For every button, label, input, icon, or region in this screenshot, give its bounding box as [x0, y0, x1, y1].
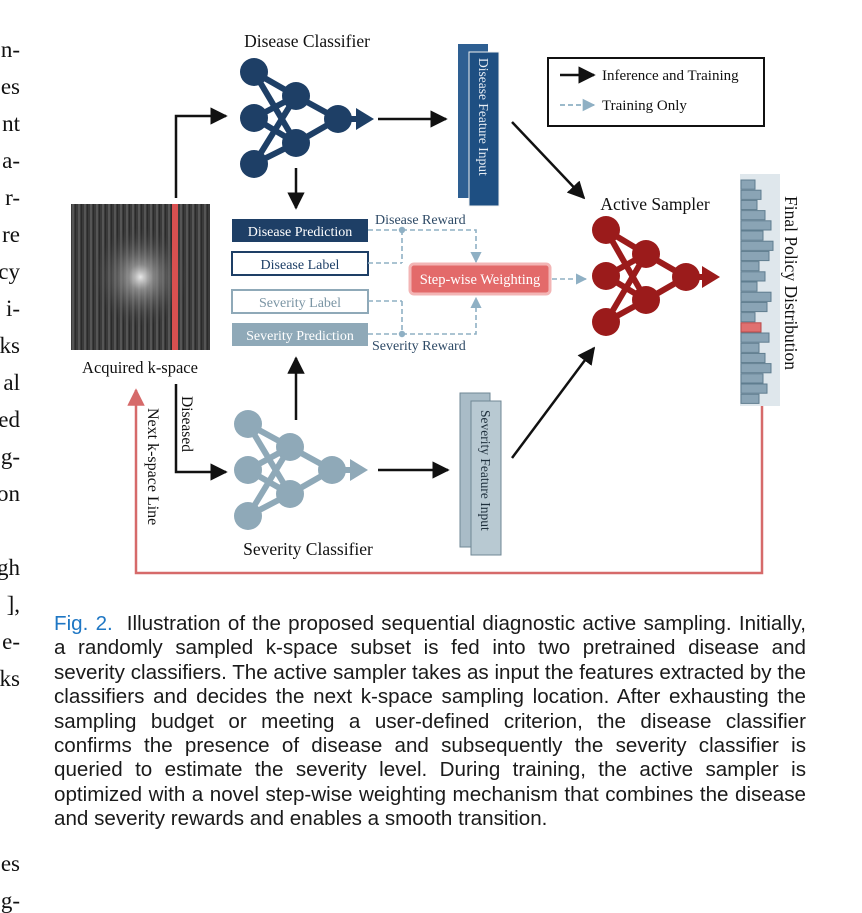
- acquired-kspace-image: [71, 204, 210, 350]
- left-fragment: g-: [0, 444, 20, 469]
- severity-label-text: Severity Label: [259, 296, 341, 311]
- severity-prediction-label: Severity Prediction: [246, 329, 354, 344]
- next-kspace-line-label: Next k-space Line: [144, 408, 161, 525]
- policy-bar: [740, 210, 766, 221]
- policy-bar: [740, 220, 772, 231]
- disease-classifier-network: [240, 58, 374, 178]
- reward-connectors: [368, 229, 588, 335]
- left-fragment: ks: [0, 333, 20, 358]
- policy-bar: [740, 281, 758, 292]
- policy-bar-selected: [740, 322, 762, 333]
- arrow-kspace-to-severity: [174, 384, 228, 481]
- policy-bar: [740, 179, 756, 190]
- policy-bar: [740, 342, 760, 353]
- arrow-kspace-to-disease: [174, 107, 228, 198]
- policy-bar: [740, 363, 772, 374]
- left-fragment: on: [0, 481, 20, 506]
- figure-caption-text: Illustration of the proposed sequential …: [54, 612, 806, 831]
- policy-bar: [740, 261, 760, 272]
- feedback-loop-arrow: [127, 388, 764, 575]
- figure-caption-label: Fig. 2.: [54, 612, 113, 635]
- severity-label-box: Severity Label: [231, 289, 369, 314]
- severity-reward-label: Severity Reward: [372, 339, 466, 354]
- stepwise-weighting-box: Step-wise Weighting: [408, 262, 552, 296]
- policy-bar: [740, 271, 766, 282]
- legend: Inference and Training Training Only: [547, 57, 765, 127]
- disease-feature-input-block: Disease Feature Input: [458, 44, 500, 207]
- left-fragment: re: [2, 222, 20, 247]
- arrow-severity-feature-to-sampler: [510, 346, 596, 459]
- policy-bar: [740, 291, 772, 302]
- policy-bar: [740, 301, 768, 313]
- policy-bar: [740, 373, 764, 384]
- policy-bar: [740, 189, 762, 200]
- figure-caption: Fig. 2.Illustration of the proposed sequ…: [54, 612, 806, 832]
- left-fragment: al: [3, 370, 20, 395]
- arrow-disease-feature-to-sampler: [511, 121, 586, 200]
- left-fragment: i-: [5, 296, 20, 321]
- policy-bar: [740, 332, 770, 343]
- diseased-label: Diseased: [178, 396, 195, 452]
- severity-prediction-box: Severity Prediction: [232, 323, 368, 346]
- legend-inference-training: Inference and Training: [602, 68, 739, 84]
- left-fragment: es: [0, 851, 20, 876]
- left-fragment: e-: [2, 629, 20, 654]
- disease-prediction-label: Disease Prediction: [248, 225, 353, 240]
- disease-label-box: Disease Label: [231, 251, 369, 276]
- policy-distribution-bars: [740, 179, 774, 404]
- policy-bar: [740, 312, 756, 323]
- disease-feature-input-label: Disease Feature Input: [476, 58, 491, 176]
- left-fragment: g-: [0, 888, 20, 913]
- active-sampler-network: [592, 216, 720, 336]
- policy-bar: [740, 352, 766, 364]
- policy-bar: [740, 199, 758, 211]
- severity-reward-node: [398, 330, 406, 338]
- severity-classifier-network: [234, 410, 368, 530]
- left-fragment: r-: [5, 185, 20, 210]
- severity-feature-input-label: Severity Feature Input: [478, 410, 493, 531]
- left-fragment: a-: [2, 148, 20, 173]
- left-fragment: gh: [0, 555, 20, 580]
- disease-classifier-title: Disease Classifier: [244, 31, 370, 51]
- policy-bar: [740, 240, 774, 251]
- disease-reward-label: Disease Reward: [375, 213, 466, 228]
- active-sampler-title: Active Sampler: [600, 194, 710, 214]
- acquired-kspace-label: Acquired k-space: [82, 358, 198, 377]
- left-fragment: ed: [0, 407, 20, 432]
- disease-prediction-box: Disease Prediction: [232, 219, 368, 242]
- stepwise-weighting-label: Step-wise Weighting: [420, 272, 541, 288]
- left-fragment: nt: [2, 111, 20, 136]
- policy-bar: [740, 250, 770, 262]
- legend-training-only: Training Only: [602, 98, 687, 114]
- policy-bar: [740, 393, 760, 404]
- severity-classifier-title: Severity Classifier: [243, 539, 373, 559]
- left-fragment: ks: [0, 666, 20, 691]
- left-fragment: ],: [6, 592, 20, 617]
- figure-diagram: Disease Classifier Disease Feature Input…: [71, 31, 801, 575]
- final-policy-distribution-label: Final Policy Distribution: [781, 196, 801, 370]
- severity-feature-input-block: Severity Feature Input: [459, 392, 502, 556]
- left-fragment: es: [0, 74, 20, 99]
- policy-bar: [740, 383, 768, 394]
- left-fragment: cy: [0, 259, 20, 284]
- policy-bar: [740, 230, 764, 241]
- disease-label-text: Disease Label: [261, 258, 340, 273]
- disease-reward-node: [398, 226, 406, 234]
- left-fragment: n-: [0, 37, 20, 62]
